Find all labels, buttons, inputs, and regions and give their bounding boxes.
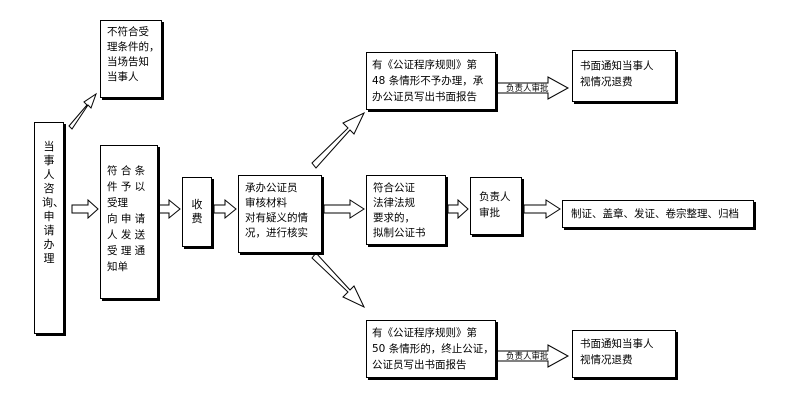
compliant-box: 符合公证 法律法规 要求的， 拟制公证书 [366,175,446,245]
reject-line-2: 理条件的， [107,41,160,53]
accept-line-4: 向 申 请 [107,213,146,225]
approval-line-2: 审批 [479,207,500,219]
review-line-3: 对有疑义的情 [245,212,308,224]
approval-box: 负责人 审批 [470,177,522,235]
compliant-line-1: 符合公证 [373,182,415,194]
final-box: 制证、盖章、发证、卷宗整理、归档 [562,200,754,228]
notify-bottom-line-2: 视情况退费 [580,354,633,366]
fee-text: 收费 [191,198,203,225]
rule48-line-3: 办公证员写出书面报告 [372,91,477,103]
accept-line-2: 件 予 以 [107,181,146,193]
review-line-4: 况，进行核实 [245,227,308,239]
rule50-line-3: 公证员写出书面报告 [372,359,467,371]
rule48-line-2: 48 条情形不予办理，承 [372,75,484,87]
arrow-accept-to-fee [158,198,181,220]
final-text: 制证、盖章、发证、卷宗整理、归档 [571,208,739,220]
arrow-review-to-rule48 [311,111,366,169]
approval-line-1: 负责人 [479,191,511,203]
accept-line-6: 受 理 通 [107,245,146,257]
compliant-line-3: 要求的， [373,212,415,224]
accept-line-1: 符 合 条 [107,165,146,177]
fee-box: 收费 [182,177,212,247]
arrow-consult-to-accept [71,198,99,220]
rule50-box: 有《公证程序规则》第 50 条情形的，终止公证， 公证员写出书面报告 [366,320,496,378]
reject-line-4: 当事人 [107,71,139,83]
notify-top-box: 书面通知当事人 视情况退费 [572,50,676,102]
arrow-fee-to-review [213,198,237,220]
consult-apply-box: 当事人咨询、申请办理 [34,122,64,334]
accept-box: 符 合 条 件 予 以 受理 向 申 请 人 发 送 受 理 通 知单 [100,145,158,299]
notify-bottom-box: 书面通知当事人 视情况退费 [572,330,676,378]
rule48-line-1: 有《公证程序规则》第 [372,59,477,71]
arrow-consult-to-reject [68,92,97,130]
notify-bottom-line-1: 书面通知当事人 [580,338,654,350]
arrow-label-top: 负责人审批 [506,84,549,94]
accept-line-5: 人 发 送 [107,229,146,241]
rule48-box: 有《公证程序规则》第 48 条情形不予办理，承 办公证员写出书面报告 [366,52,496,110]
review-box: 承办公证员 审核材料 对有疑义的情 况，进行核实 [238,175,322,253]
reject-line-1: 不符合受 [107,26,149,38]
arrow-review-to-compliant [323,199,365,219]
accept-line-7: 知单 [107,261,128,273]
arrow-approval-to-final [523,199,561,219]
arrow-compliant-to-approval [447,198,469,220]
review-line-1: 承办公证员 [245,182,298,194]
consult-apply-text: 当事人咨询、申请办理 [42,140,64,265]
arrow-rule48-to-notify [496,76,570,100]
compliant-line-4: 拟制公证书 [373,227,426,239]
notify-top-line-2: 视情况退费 [580,76,633,88]
reject-box: 不符合受 理条件的， 当场告知 当事人 [100,20,162,98]
accept-line-3: 受理 [107,197,128,209]
arrow-review-to-rule50 [311,252,366,309]
review-line-2: 审核材料 [245,197,287,209]
notify-top-line-1: 书面通知当事人 [580,60,654,72]
arrow-rule50-to-notify [496,344,570,368]
arrow-label-bottom: 负责人审批 [506,352,549,362]
rule50-line-2: 50 条情形的，终止公证， [372,343,494,355]
reject-line-3: 当场告知 [107,56,149,68]
rule50-line-1: 有《公证程序规则》第 [372,327,477,339]
compliant-line-2: 法律法规 [373,197,415,209]
